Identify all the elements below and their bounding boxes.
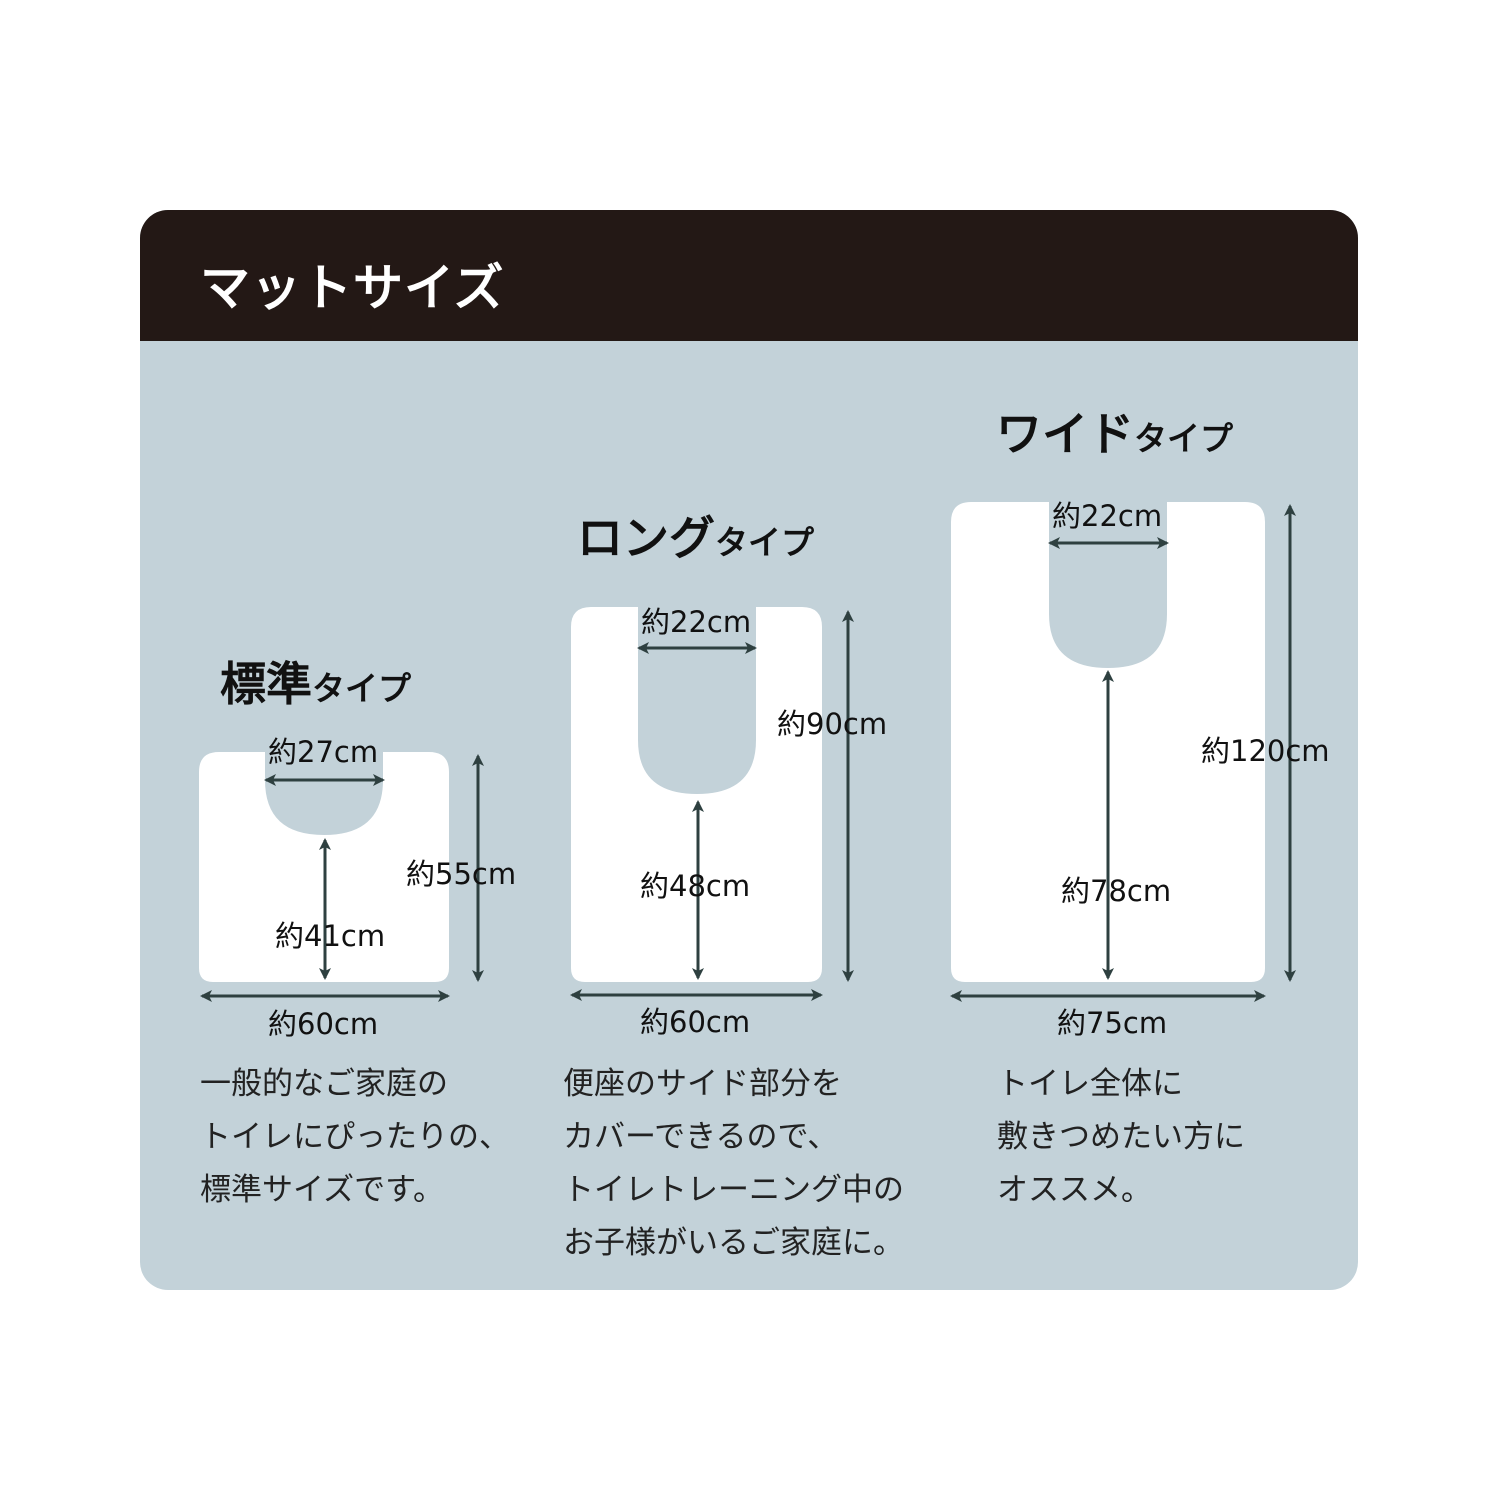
- wide-front-length-label: 約78cm: [1061, 874, 1172, 908]
- long-title-main: ロング: [577, 511, 715, 565]
- standard-width-label: 約60cm: [268, 1007, 379, 1041]
- long-mat-shape: [571, 607, 822, 982]
- standard-title-suffix: タイプ: [312, 669, 411, 708]
- standard-type-title: 標準タイプ: [220, 648, 411, 714]
- card-header: マットサイズ: [140, 210, 1358, 341]
- wide-title-suffix: タイプ: [1134, 419, 1233, 458]
- wide-title-main: ワイド: [996, 407, 1134, 461]
- wide-cutout-width-label: 約22cm: [1052, 499, 1163, 533]
- wide-description: トイレ全体に 敷きつめたい方に オススメ。: [997, 1066, 1245, 1208]
- standard-front-length-label: 約41cm: [275, 919, 386, 953]
- long-description: 便座のサイド部分を カバーできるので、 トイレトレーニング中の お子様がいるご家…: [563, 1066, 904, 1261]
- standard-description: 一般的なご家庭の トイレにぴったりの、 標準サイズです。: [200, 1066, 510, 1208]
- standard-cutout-width-label: 約27cm: [268, 735, 379, 769]
- long-front-length-label: 約48cm: [640, 869, 751, 903]
- wide-length-label: 約120cm: [1201, 734, 1330, 768]
- standard-title-main: 標準: [220, 657, 312, 711]
- wide-width-label: 約75cm: [1057, 1006, 1168, 1040]
- long-length-label: 約90cm: [777, 707, 888, 741]
- mat-diagrams: [199, 502, 1296, 1002]
- long-type-title: ロングタイプ: [577, 502, 814, 568]
- long-width-label: 約60cm: [640, 1005, 751, 1039]
- mat-size-card: マットサイズ 標準タイプ 約27cm 約41cm 約55cm 約60cm: [140, 210, 1358, 1290]
- long-cutout-width-label: 約22cm: [641, 605, 752, 639]
- card-title: マットサイズ: [200, 259, 505, 317]
- long-title-suffix: タイプ: [715, 523, 814, 562]
- wide-type-title: ワイドタイプ: [996, 398, 1233, 464]
- standard-length-label: 約55cm: [406, 857, 517, 891]
